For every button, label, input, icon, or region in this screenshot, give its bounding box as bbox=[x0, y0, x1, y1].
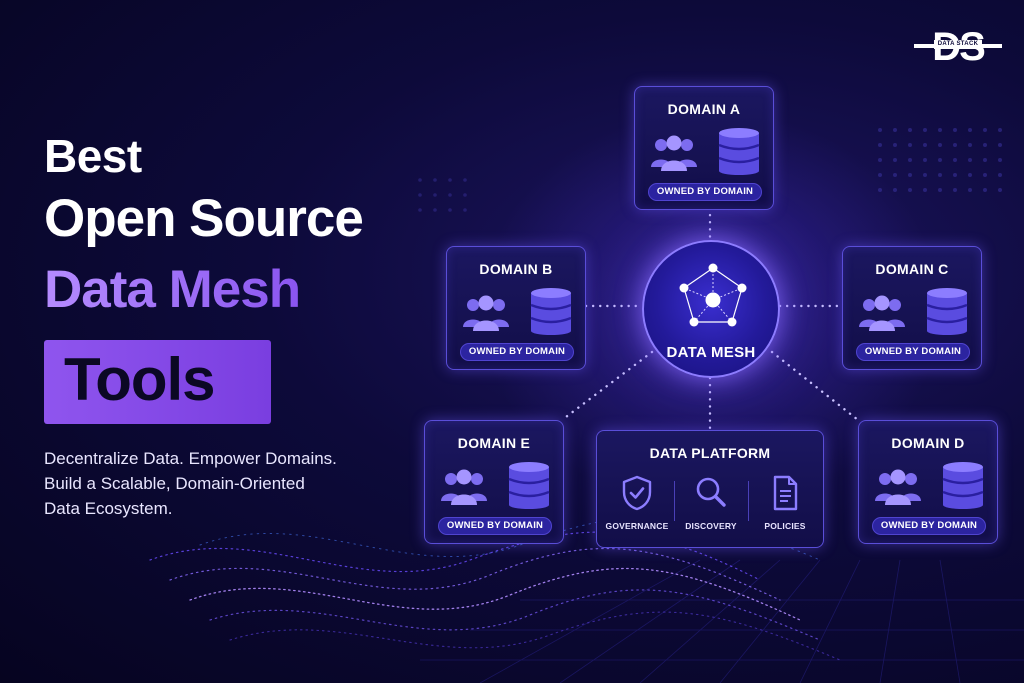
domain-title: DOMAIN B bbox=[479, 261, 553, 277]
database-icon bbox=[530, 288, 572, 335]
particle-waves bbox=[149, 516, 841, 661]
platform-title: DATA PLATFORM bbox=[649, 445, 771, 461]
document-icon bbox=[773, 475, 798, 511]
platform-item-label: GOVERNANCE bbox=[605, 521, 669, 531]
platform-divider bbox=[674, 481, 675, 521]
owned-badge: OWNED BY DOMAIN bbox=[648, 183, 762, 201]
platform-item-governance: GOVERNANCE bbox=[599, 475, 675, 539]
domain-card-a: DOMAIN A OWNED BY DOMAIN bbox=[634, 86, 774, 210]
database-icon bbox=[508, 462, 550, 509]
owned-badge: OWNED BY DOMAIN bbox=[438, 517, 552, 535]
platform-item-policies: POLICIES bbox=[747, 475, 823, 539]
headline-line-2: Open Source bbox=[44, 189, 364, 248]
network-mesh-icon bbox=[679, 263, 747, 327]
platform-item-label: POLICIES bbox=[764, 521, 806, 531]
people-group-icon bbox=[859, 295, 905, 331]
logo-subtitle: DATA STACK bbox=[934, 40, 982, 49]
mesh-connectors bbox=[560, 206, 860, 432]
subtitle-line-1: Decentralize Data. Empower Domains. bbox=[44, 449, 337, 468]
domain-title: DOMAIN E bbox=[457, 435, 531, 451]
magnifier-icon bbox=[696, 477, 726, 507]
brand-logo: DS DATA STACK bbox=[912, 24, 1004, 70]
domain-card-c: DOMAIN C OWNED BY DOMAIN bbox=[842, 246, 982, 370]
headline-line-4: Tools bbox=[64, 346, 216, 413]
platform-item-label: DISCOVERY bbox=[685, 521, 737, 531]
database-icon bbox=[718, 128, 760, 175]
floor-grid bbox=[420, 559, 1024, 683]
dot-grid-right bbox=[878, 128, 1002, 192]
shield-check-icon bbox=[622, 475, 652, 511]
domain-card-b: DOMAIN B OWNED BY DOMAIN bbox=[446, 246, 586, 370]
people-group-icon bbox=[441, 469, 487, 505]
domain-card-e: DOMAIN E OWNED BY DOMAIN bbox=[424, 420, 564, 544]
connector-domain-d bbox=[770, 350, 860, 422]
hub-label: DATA MESH bbox=[666, 344, 756, 361]
owned-badge: OWNED BY DOMAIN bbox=[872, 517, 986, 535]
connector-domain-e bbox=[560, 350, 654, 422]
dot-grid-left bbox=[418, 178, 467, 212]
people-group-icon bbox=[875, 469, 921, 505]
headline-highlight-box bbox=[44, 340, 271, 424]
owned-badge: OWNED BY DOMAIN bbox=[460, 343, 574, 361]
platform-item-discovery: DISCOVERY bbox=[673, 475, 749, 539]
subtitle-line-3: Data Ecosystem. bbox=[44, 499, 173, 518]
headline-line-3: Data Mesh bbox=[44, 260, 301, 319]
people-group-icon bbox=[463, 295, 509, 331]
data-mesh-hub: DATA MESH bbox=[642, 240, 780, 378]
owned-badge: OWNED BY DOMAIN bbox=[856, 343, 970, 361]
domain-card-d: DOMAIN D OWNED BY DOMAIN bbox=[858, 420, 998, 544]
people-group-icon bbox=[651, 135, 697, 171]
platform-divider bbox=[748, 481, 749, 521]
domain-title: DOMAIN C bbox=[875, 261, 949, 277]
database-icon bbox=[942, 462, 984, 509]
headline-line-1: Best bbox=[44, 130, 142, 182]
database-icon bbox=[926, 288, 968, 335]
subtitle-line-2: Build a Scalable, Domain-Oriented bbox=[44, 474, 305, 493]
domain-title: DOMAIN D bbox=[891, 435, 965, 451]
domain-title: DOMAIN A bbox=[667, 101, 741, 117]
data-platform-card: DATA PLATFORM GOVERNANCE DISCOVERY POLIC… bbox=[596, 430, 824, 548]
